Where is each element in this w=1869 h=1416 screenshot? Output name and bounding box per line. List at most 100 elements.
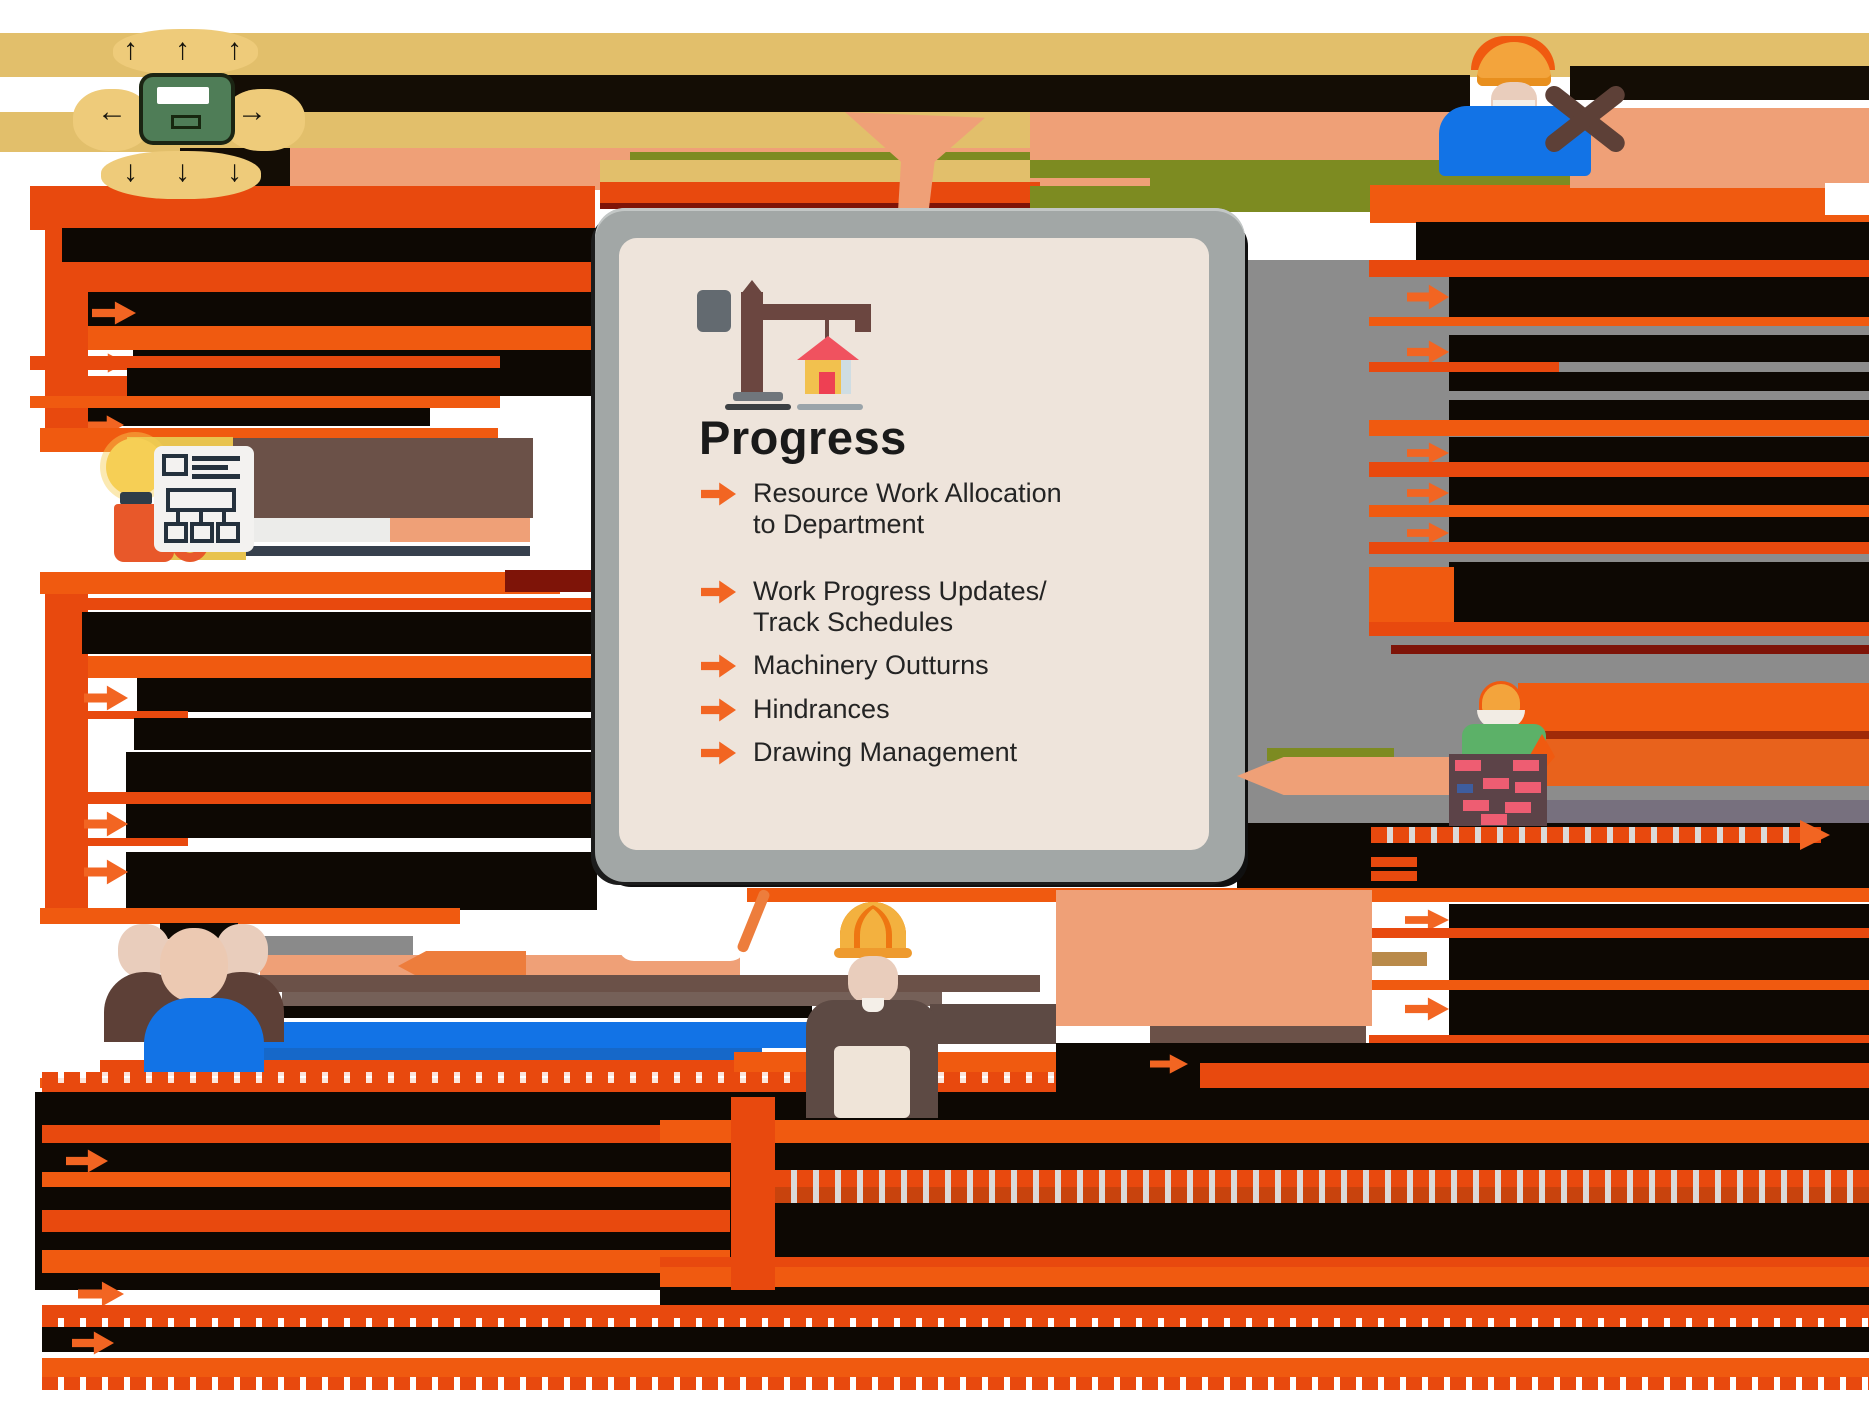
- glitch-bar: [42, 1083, 1869, 1092]
- glitch-bar: [42, 1125, 730, 1143]
- glitch-bar: [88, 656, 597, 678]
- bullet-arrow-icon: [701, 698, 736, 722]
- glitch-bar: [1449, 990, 1869, 1035]
- glitch-bar: [240, 1048, 762, 1062]
- list-item: Resource Work Allocation to Department: [701, 478, 1179, 540]
- blob: [223, 89, 305, 151]
- glitch-bar: [1449, 437, 1869, 462]
- glitch-bar: [1449, 372, 1869, 391]
- list-item-label: Machinery Outturns: [753, 650, 989, 680]
- glitch-bar: [1056, 890, 1372, 1026]
- glitch-bar: [1371, 871, 1417, 881]
- person-body-blue: [144, 998, 264, 1072]
- engineer-with-clipboard-icon: [804, 898, 944, 1120]
- glitch-bar: [1370, 185, 1869, 223]
- list-item-label: Hindrances: [753, 694, 890, 724]
- blob: [113, 29, 258, 75]
- collar: [862, 998, 884, 1012]
- glitch-bar: [1369, 317, 1869, 326]
- expand-arrows-icon: ↑ ↑ ↑ ← → ↓ ↓ ↓: [73, 25, 305, 199]
- glitch-bar: [1369, 505, 1869, 517]
- card-panel: Progress Resource Work Allocation to Dep…: [619, 238, 1209, 850]
- green-card-slot: [171, 115, 201, 129]
- glitch-bar: [600, 203, 1040, 209]
- team-group-icon: [100, 916, 290, 1072]
- hard-hat-icon: [840, 902, 906, 956]
- glitch-bar: [600, 160, 1030, 182]
- clipboard-icon: [834, 1046, 910, 1118]
- glitch-bar: [127, 368, 597, 396]
- glitch-bar: [42, 1172, 730, 1187]
- brick: [1513, 760, 1539, 771]
- blob: [73, 89, 151, 151]
- arrow-up-icon: ↑: [227, 33, 242, 66]
- bullet-arrow-icon: [701, 482, 736, 506]
- redacted-arrow-icon: [84, 811, 128, 837]
- glitch-bar: [1369, 462, 1869, 477]
- arrow-left-icon: ←: [97, 95, 127, 128]
- glitch-bar: [1030, 112, 1470, 160]
- glitch-bar: [30, 356, 500, 370]
- glitch-bar: [60, 598, 597, 610]
- glitch-bar: [88, 792, 597, 804]
- glitch-bar: [40, 572, 560, 594]
- glitch-bar: [42, 1210, 730, 1232]
- glitch-bar: [505, 570, 597, 592]
- glitch-bar: [1449, 277, 1869, 317]
- brick: [1457, 784, 1473, 793]
- glitch-bar: [30, 186, 595, 230]
- arrow-down-icon: ↓: [175, 155, 190, 188]
- glitch-bar: [263, 936, 413, 957]
- bullet-arrow-icon: [701, 741, 736, 765]
- glitch-bar: [282, 1006, 812, 1018]
- arrow-down-icon: ↓: [227, 155, 242, 188]
- bullet-arrow-icon: [701, 654, 736, 678]
- glitch-bar: [0, 33, 1869, 77]
- glitch-bar: [137, 678, 597, 712]
- list-item: Work Progress Updates/ Track Schedules: [701, 576, 1179, 638]
- glitch-bar: [160, 75, 1470, 112]
- arrow-up-icon: ↑: [123, 33, 138, 66]
- glitch-bar: [1449, 938, 1869, 980]
- glitch-bar: [1825, 183, 1869, 215]
- list-item: Machinery Outturns: [701, 650, 1179, 681]
- glitch-bar: [660, 1120, 1869, 1143]
- glitch-bar: [30, 396, 500, 408]
- hard-hat-icon: [1482, 684, 1520, 712]
- glitch-bar: [260, 975, 1040, 992]
- glitch-bar: [126, 752, 597, 792]
- crane-house-icon: [697, 280, 871, 410]
- face: [848, 956, 898, 1004]
- glitch-bar: [1449, 477, 1869, 505]
- brick: [1505, 802, 1531, 813]
- speech-bubble: [618, 903, 746, 961]
- glitch-bar: [390, 518, 530, 542]
- glitch-bar: [1369, 260, 1869, 277]
- glitch-bar: [282, 992, 942, 1006]
- glitch-bar: [237, 546, 530, 556]
- glitch-bar: [1200, 1063, 1869, 1088]
- glitch-bar: [660, 1267, 1869, 1287]
- glitch-bar: [42, 1250, 730, 1273]
- glitch-bar: [1449, 400, 1869, 420]
- glitch-bar: [1369, 362, 1559, 372]
- arrow-down-icon: ↓: [123, 155, 138, 188]
- redacted-arrow-icon: [1405, 997, 1449, 1021]
- glitch-bar: [1369, 928, 1869, 938]
- glitch-bar: [930, 1004, 1056, 1044]
- glitch-bar: [775, 1170, 1869, 1187]
- glitch-bar: [1150, 1026, 1366, 1044]
- flowchart-document: [154, 446, 254, 552]
- glitch-bar: [1518, 683, 1869, 731]
- glitch-bar: [42, 1327, 1869, 1352]
- glitch-bar: [42, 1358, 1869, 1377]
- glitch-bar: [1237, 757, 1449, 795]
- glitch-bar: [1518, 739, 1869, 786]
- glitch-bar: [42, 1072, 1869, 1083]
- glitch-bar: [1371, 857, 1417, 867]
- blob: [101, 151, 261, 199]
- list-item: Hindrances: [701, 694, 1179, 725]
- glitch-bar: [42, 1305, 1869, 1318]
- glitch-bar: [233, 438, 533, 518]
- glitch-bar: [88, 326, 597, 350]
